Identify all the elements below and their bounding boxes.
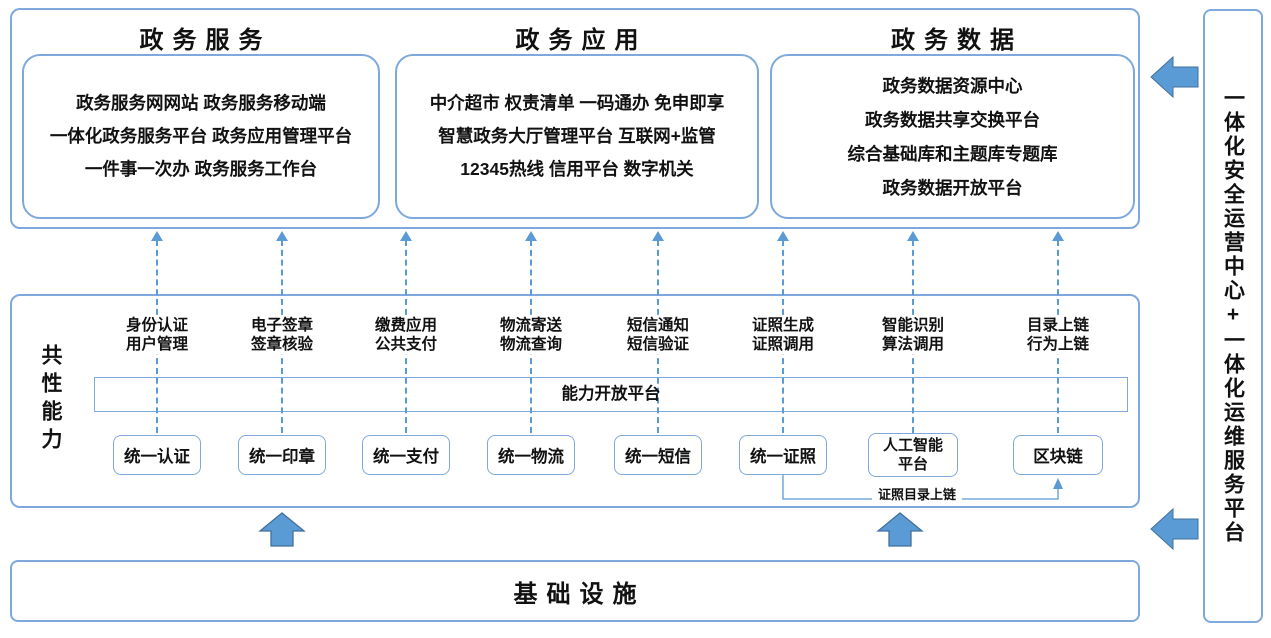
license-directory-chain-label: 证照目录上链	[872, 487, 962, 502]
infrastructure-bar: 基础设施	[10, 560, 1140, 622]
up-block-arrow-icon	[258, 512, 306, 547]
top-container: 政务服务 政务服务网网站 政务服务移动端 一体化政务服务平台 政务应用管理平台 …	[10, 8, 1140, 229]
section-title-data: 政务数据	[891, 27, 1023, 54]
ai-platform-box: 人工智能 平台	[868, 433, 958, 477]
unified-seal-box: 统一印章	[238, 435, 326, 475]
unified-payment-box: 统一支付	[362, 435, 450, 475]
box-line: 一体化政务服务平台 政务应用管理平台	[49, 126, 353, 146]
dashed-arrow-up-icon	[525, 231, 537, 241]
capability-label-auth: 身份认证 用户管理	[112, 316, 202, 354]
capability-label-seal: 电子签章 签章核验	[237, 316, 327, 354]
unified-sms-box: 统一短信	[614, 435, 702, 475]
capability-label-license: 证照生成 证照调用	[738, 316, 828, 354]
dashed-arrow-up-icon	[777, 231, 789, 241]
section-box-services: 政务服务网网站 政务服务移动端 一体化政务服务平台 政务应用管理平台 一件事一次…	[22, 54, 380, 219]
capability-open-platform-bar	[94, 377, 1128, 412]
sidebar-security-ops-platform: 一体化安全运营中心+一体化运维服务平台	[1203, 9, 1263, 623]
capability-label-ai: 智能识别 算法调用	[868, 316, 958, 354]
unified-auth-box: 统一认证	[113, 435, 201, 475]
box-line: 政务服务网网站 政务服务移动端	[76, 93, 326, 113]
box-line: 政务数据资源中心	[882, 75, 1023, 96]
capability-label-payment: 缴费应用 公共支付	[361, 316, 451, 354]
section-box-data: 政务数据资源中心 政务数据共享交换平台 综合基础库和主题库专题库 政务数据开放平…	[770, 54, 1135, 219]
capability-label-chain: 目录上链 行为上链	[1013, 316, 1103, 354]
unified-logistics-box: 统一物流	[487, 435, 575, 475]
box-line: 综合基础库和主题库专题库	[847, 143, 1058, 164]
left-block-arrow-icon	[1150, 55, 1199, 99]
capability-label-sms: 短信通知 短信验证	[613, 316, 703, 354]
box-line: 中介超市 权责清单 一码通办 免申即享	[429, 93, 725, 113]
sidebar-vertical-label: 一体化安全运营中心+一体化运维服务平台	[1221, 87, 1245, 545]
blockchain-box: 区块链	[1013, 435, 1103, 475]
unified-license-box: 统一证照	[739, 435, 827, 475]
box-line: 12345热线 信用平台 数字机关	[460, 159, 694, 179]
section-box-applications: 中介超市 权责清单 一码通办 免申即享 智慧政务大厅管理平台 互联网+监管 12…	[395, 54, 759, 219]
dashed-arrow-up-icon	[652, 231, 664, 241]
dashed-arrow-up-icon	[907, 231, 919, 241]
dashed-arrow-up-icon	[276, 231, 288, 241]
box-line: 一件事一次办 政务服务工作台	[84, 159, 318, 179]
dashed-arrow-up-icon	[1052, 231, 1064, 241]
dashed-arrow-up-icon	[400, 231, 412, 241]
capability-side-label: 共性能力	[39, 344, 62, 456]
capability-open-platform-label: 能力开放平台	[561, 385, 661, 403]
dashed-arrow-up-icon	[151, 231, 163, 241]
up-block-arrow-icon	[876, 512, 924, 547]
box-line: 政务数据共享交换平台	[865, 109, 1040, 130]
capability-label-logistics: 物流寄送 物流查询	[486, 316, 576, 354]
left-block-arrow-icon	[1150, 507, 1199, 551]
section-title-services: 政务服务	[139, 27, 272, 54]
section-title-applications: 政务应用	[515, 27, 648, 54]
box-line: 智慧政务大厅管理平台 互联网+监管	[438, 126, 716, 146]
box-line: 政务数据开放平台	[882, 177, 1023, 198]
